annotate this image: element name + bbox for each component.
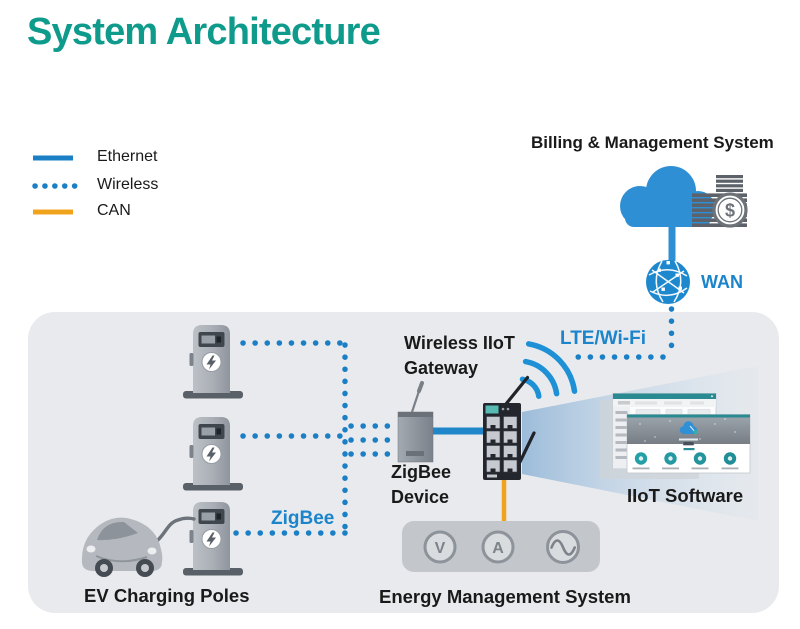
sine-wave-symbol	[550, 539, 576, 556]
page-title: System Architecture	[27, 11, 381, 53]
lte-wifi-link-label: LTE/Wi-Fi	[560, 328, 647, 349]
zigbee-device-icon	[397, 381, 434, 463]
legend-swatches	[32, 155, 79, 215]
iiot-gateway-icon	[483, 375, 536, 480]
wireless-iiot-gateway-label: Wireless IIoT Gateway	[404, 333, 515, 378]
software-cloud-logo	[679, 421, 698, 434]
wan-globe-icon	[646, 260, 690, 304]
dollar-sign: $	[725, 201, 735, 221]
legend-label-can: CAN	[97, 202, 131, 219]
billing-system-label: Billing & Management System	[531, 133, 774, 152]
zigbee-link-label: ZigBee	[271, 508, 335, 529]
wireless-dotted-links	[233, 306, 675, 536]
ev-car-icon	[81, 516, 196, 577]
iiot-software-label: IIoT Software	[627, 485, 744, 506]
volt-meter-symbol: V	[435, 540, 446, 557]
software-window-front	[626, 414, 751, 474]
zigbee-device-label: ZigBee Device	[391, 462, 452, 507]
energy-management-system-icon: V A	[402, 521, 600, 572]
amp-meter-symbol: A	[492, 540, 504, 557]
legend-label-wireless: Wireless	[97, 176, 159, 193]
wan-label: WAN	[701, 272, 743, 292]
billing-cloud-icon	[620, 166, 715, 261]
software-feature-icons	[634, 452, 737, 465]
energy-management-system-label: Energy Management System	[379, 586, 631, 607]
legend-label-ethernet: Ethernet	[97, 148, 158, 165]
dollar-coin-icon: $	[712, 192, 748, 228]
iiot-software-screens	[600, 393, 751, 479]
ev-charging-poles-label: EV Charging Poles	[84, 585, 250, 606]
